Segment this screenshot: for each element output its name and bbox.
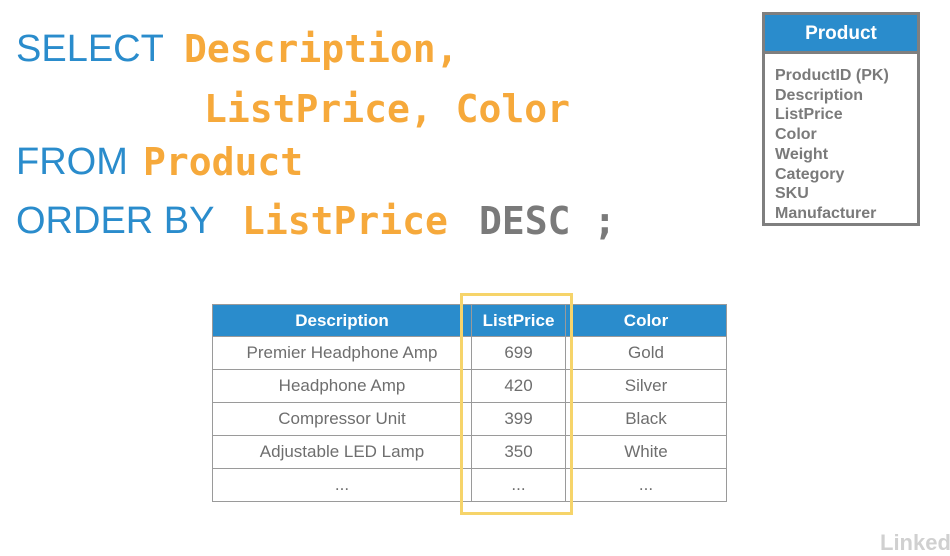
entity-field: SKU — [775, 185, 809, 203]
cell-description: Adjustable LED Lamp — [212, 435, 472, 469]
table-row: ... ... ... — [212, 468, 727, 502]
cell-color: White — [565, 435, 727, 469]
table-row: Headphone Amp 420 Silver — [212, 369, 727, 403]
table-row: Premier Headphone Amp 699 Gold — [212, 336, 727, 370]
entity-field: Category — [775, 165, 845, 183]
cell-description: Compressor Unit — [212, 402, 472, 436]
results-table: Description ListPrice Color Premier Head… — [212, 304, 727, 502]
entity-field: Manufacturer — [775, 204, 877, 222]
cell-color: Black — [565, 402, 727, 436]
cell-listprice: 350 — [471, 435, 566, 469]
from-table: Product — [143, 140, 304, 184]
select-keyword: SELECT — [16, 28, 164, 70]
cell-color: Gold — [565, 336, 727, 370]
entity-field: ListPrice — [775, 106, 843, 124]
cell-description: Premier Headphone Amp — [212, 336, 472, 370]
from-keyword: FROM — [16, 141, 128, 183]
entity-field: Weight — [775, 145, 829, 163]
cell-color: ... — [565, 468, 727, 502]
column-header-listprice: ListPrice — [471, 304, 566, 337]
orderby-column: ListPrice — [242, 199, 448, 243]
cell-listprice: ... — [471, 468, 566, 502]
sql-from-line: FROM Product — [16, 141, 303, 183]
table-header-row: Description ListPrice Color — [212, 304, 727, 337]
column-header-color: Color — [565, 304, 727, 337]
orderby-keyword: ORDER BY — [16, 200, 215, 242]
column-header-description: Description — [212, 304, 472, 337]
cell-listprice: 420 — [471, 369, 566, 403]
entity-field: ProductID (PK) — [775, 67, 889, 84]
entity-field-list: ProductID (PK) Description ListPrice Col… — [765, 54, 917, 224]
select-columns-2: ListPrice, Color — [204, 87, 571, 131]
product-entity-box: Product ProductID (PK) Description ListP… — [762, 12, 920, 226]
sql-select-line-2: ListPrice, Color — [204, 90, 570, 128]
cell-listprice: 399 — [471, 402, 566, 436]
sql-orderby-line: ORDER BY ListPrice DESC ; — [16, 200, 616, 242]
select-columns-1: Description, — [184, 27, 459, 71]
table-row: Adjustable LED Lamp 350 White — [212, 435, 727, 469]
orderby-direction: DESC ; — [479, 199, 617, 243]
linkedin-watermark-logo: Linked — [880, 530, 950, 555]
entity-title: Product — [765, 15, 917, 54]
cell-description: Headphone Amp — [212, 369, 472, 403]
sql-select-line: SELECT Description, — [16, 28, 459, 70]
table-row: Compressor Unit 399 Black — [212, 402, 727, 436]
cell-description: ... — [212, 468, 472, 502]
cell-color: Silver — [565, 369, 727, 403]
cell-listprice: 699 — [471, 336, 566, 370]
entity-field: Color — [775, 126, 817, 144]
entity-field: Description — [775, 86, 864, 104]
